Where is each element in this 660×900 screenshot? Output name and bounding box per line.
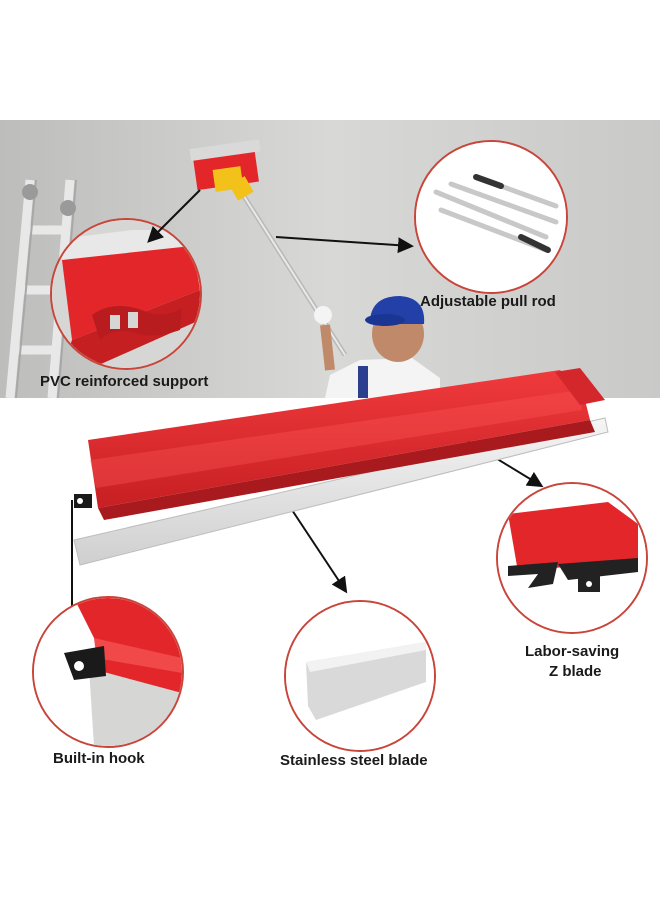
- drywall-skimming-blade-product: [73, 368, 609, 566]
- z-blade-detail-circle: [496, 482, 648, 634]
- label-pvc-reinforced-support: PVC reinforced support: [40, 373, 209, 390]
- pull-rod-detail-circle: [414, 140, 568, 294]
- label-z-blade-line1: Labor-saving: [525, 643, 620, 660]
- steel-blade-detail-circle: [284, 600, 436, 752]
- pull-rod-image: [416, 142, 566, 292]
- pvc-support-detail-circle: [50, 218, 202, 370]
- pvc-support-image: [52, 220, 200, 368]
- worker-figure: [314, 296, 440, 398]
- label-z-blade-line2: Z blade: [549, 663, 602, 680]
- steel-blade-image: [286, 602, 434, 750]
- hook-image: [34, 598, 182, 746]
- z-blade-image: [498, 484, 646, 632]
- label-adjustable-pull-rod: Adjustable pull rod: [420, 293, 556, 310]
- label-built-in-hook: Built-in hook: [53, 750, 145, 767]
- label-stainless-steel-blade: Stainless steel blade: [280, 752, 428, 769]
- hook-detail-circle: [32, 596, 184, 748]
